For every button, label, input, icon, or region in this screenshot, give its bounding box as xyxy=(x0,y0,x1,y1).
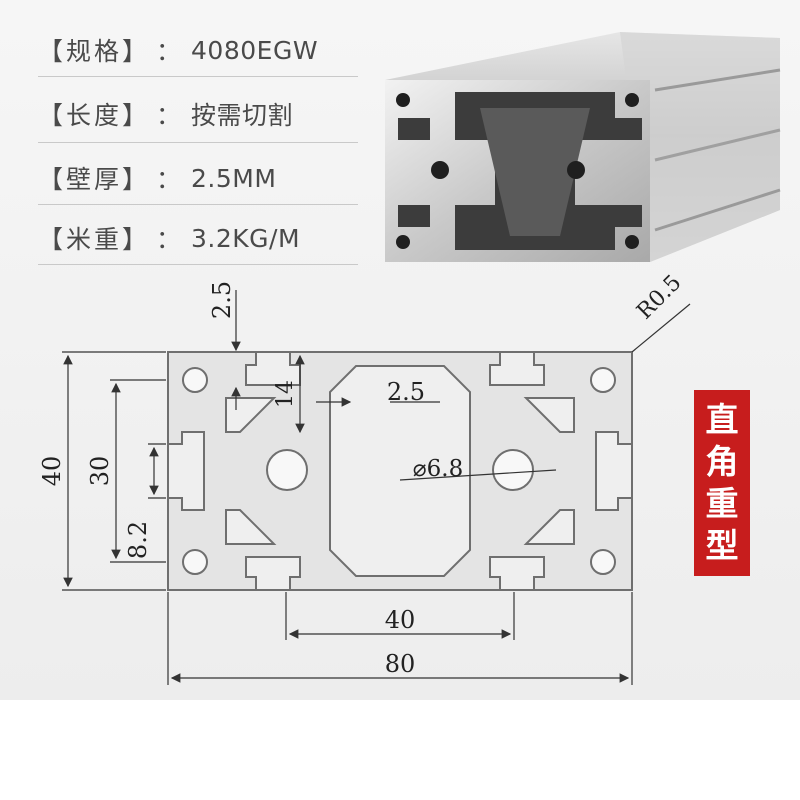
spec-row-model: 【规格】 ： 4080EGW xyxy=(38,30,318,70)
product-photo xyxy=(385,32,781,262)
spec-value: 4080EGW xyxy=(191,35,319,65)
spec-colon: ： xyxy=(156,37,182,66)
dim-height: 40 xyxy=(38,456,66,487)
badge-char: 角 xyxy=(705,442,739,481)
badge-char: 型 xyxy=(705,526,739,565)
spec-divider xyxy=(38,204,358,205)
spec-row-wall: 【壁厚】 ： 2.5MM xyxy=(38,158,276,198)
spec-divider xyxy=(38,76,358,77)
dim-width: 80 xyxy=(385,650,416,678)
dim-web-height: 14 xyxy=(273,380,298,408)
badge-char: 重 xyxy=(705,484,739,523)
spec-value: 按需切割 xyxy=(191,101,294,130)
dim-slot-width: 8.2 xyxy=(124,521,152,559)
spec-colon: ： xyxy=(156,101,182,130)
dimension-lines xyxy=(62,290,691,685)
spec-value: 2.5MM xyxy=(191,163,277,193)
dim-inner-span: 40 xyxy=(385,606,416,634)
spec-row-length: 【长度】 ： 按需切割 xyxy=(38,94,293,134)
dim-corner-radius: R0.5 xyxy=(632,270,686,324)
spec-colon: ： xyxy=(156,165,182,194)
dim-wall-inner: 2.5 xyxy=(387,378,425,406)
spec-key: 【壁厚】 xyxy=(38,165,151,194)
spec-colon: ： xyxy=(156,225,182,254)
spec-row-weight: 【米重】 ： 3.2KG/M xyxy=(38,218,300,258)
profile-cross-section xyxy=(167,351,633,591)
spec-divider xyxy=(38,264,358,265)
spec-key: 【规格】 xyxy=(38,37,151,66)
spec-value: 3.2KG/M xyxy=(191,223,301,253)
spec-key: 【米重】 xyxy=(38,225,151,254)
dim-wall-top: 2.5 xyxy=(208,281,236,319)
dim-slot-height: 30 xyxy=(86,456,114,487)
type-badge: 直 角 重 型 xyxy=(694,390,750,576)
spec-key: 【长度】 xyxy=(38,101,151,130)
dim-hole-diameter: ⌀6.8 xyxy=(413,456,463,482)
badge-char: 直 xyxy=(705,400,739,439)
spec-divider xyxy=(38,142,358,143)
